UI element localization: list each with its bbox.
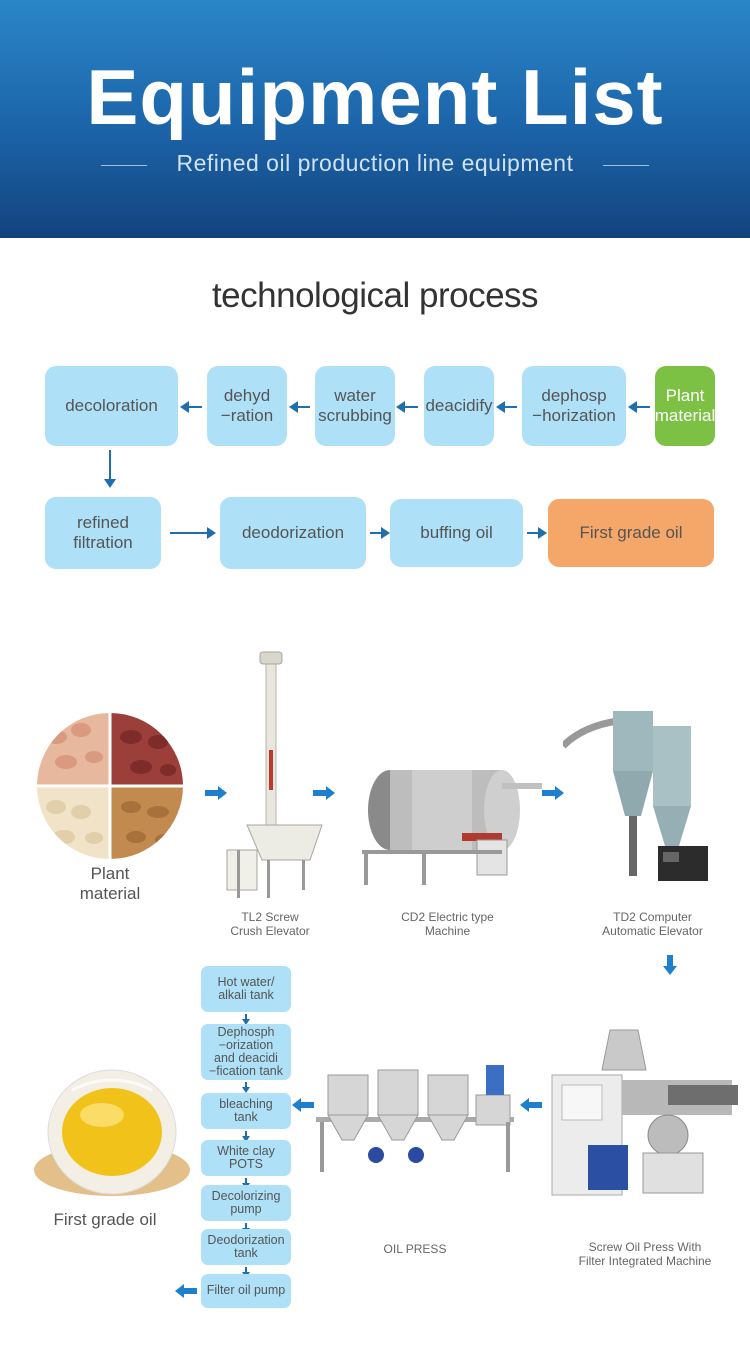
roaster-machine-caption: CD2 Electric type Machine xyxy=(401,910,494,939)
refining-step-dephosphorization-tank: Dephosph −orization and deacidi −ficatio… xyxy=(201,1024,291,1080)
screw-elevator-image xyxy=(226,651,323,898)
flow-arrow-down xyxy=(104,450,116,488)
screw-oil-press-image xyxy=(551,1029,738,1196)
cyclone-elevator-image xyxy=(563,711,708,881)
plant-material-image xyxy=(36,712,184,860)
flow-arrow xyxy=(180,401,202,413)
flow-arrow xyxy=(496,401,517,413)
refining-step-deodorization-tank: Deodorization tank xyxy=(201,1229,291,1265)
refining-step-bleaching-tank: bleaching tank xyxy=(201,1093,291,1129)
flow-arrow xyxy=(527,527,547,539)
machine-flow-arrow-left xyxy=(175,1284,197,1298)
refining-tanks-image xyxy=(316,1065,514,1172)
process-step-first-grade-oil: First grade oil xyxy=(548,499,714,567)
refining-step-decolorizing-pump: Decolorizing pump xyxy=(201,1185,291,1221)
process-step-water-scrubbing: water scrubbing xyxy=(315,366,395,446)
machine-flow-arrow-left xyxy=(520,1098,542,1112)
machine-flow-arrow xyxy=(205,786,227,800)
cyclone-elevator-caption: TD2 Computer Automatic Elevator xyxy=(602,910,703,939)
step-arrow xyxy=(242,1014,250,1025)
process-step-deodorization: deodorization xyxy=(220,497,366,569)
page-subtitle: Refined oil production line equipment xyxy=(176,150,574,176)
process-step-decoloration: decoloration xyxy=(45,366,178,446)
step-arrow xyxy=(242,1178,250,1189)
refining-step-white-clay-pots: White clay POTS xyxy=(201,1140,291,1176)
machine-flow-arrow-left xyxy=(292,1098,314,1112)
process-step-dephosphorization: dephosp −horization xyxy=(522,366,626,446)
step-arrow xyxy=(242,1131,250,1142)
first-grade-oil-image xyxy=(34,1069,190,1196)
flow-arrow xyxy=(289,401,310,413)
process-step-buffing-oil: buffing oil xyxy=(390,499,523,567)
machine-flow-arrow-down xyxy=(663,955,677,975)
flow-arrow xyxy=(370,527,390,539)
process-step-refined-filtration: refined filtration xyxy=(45,497,161,569)
roaster-machine-image xyxy=(362,770,542,885)
step-arrow xyxy=(242,1082,250,1093)
flow-arrow xyxy=(396,401,418,413)
oil-press-caption: OIL PRESS xyxy=(383,1242,447,1256)
subtitle-divider-right xyxy=(603,165,649,166)
subtitle-divider-left xyxy=(101,165,147,166)
process-step-deacidify: deacidify xyxy=(424,366,494,446)
machine-flow-arrow xyxy=(542,786,564,800)
refining-step-filter-oil-pump: Filter oil pump xyxy=(201,1274,291,1308)
process-step-plant-material: Plant material xyxy=(655,366,715,446)
flow-arrow xyxy=(628,401,650,413)
plant-material-caption: Plant material xyxy=(79,864,141,904)
header-banner xyxy=(0,0,750,238)
process-step-dehydration: dehyd −ration xyxy=(207,366,287,446)
first-grade-oil-caption: First grade oil xyxy=(53,1210,157,1229)
machine-flow-arrow xyxy=(313,786,335,800)
screw-oil-press-caption: Screw Oil Press With Filter Integrated M… xyxy=(578,1240,712,1269)
step-arrow xyxy=(242,1267,250,1278)
flow-arrow xyxy=(170,527,216,539)
refining-step-hot-water-tank: Hot water/ alkali tank xyxy=(201,966,291,1012)
section-title: technological process xyxy=(211,276,539,315)
screw-elevator-caption: TL2 Screw Crush Elevator xyxy=(230,910,310,939)
page-title: Equipment List xyxy=(86,53,664,141)
